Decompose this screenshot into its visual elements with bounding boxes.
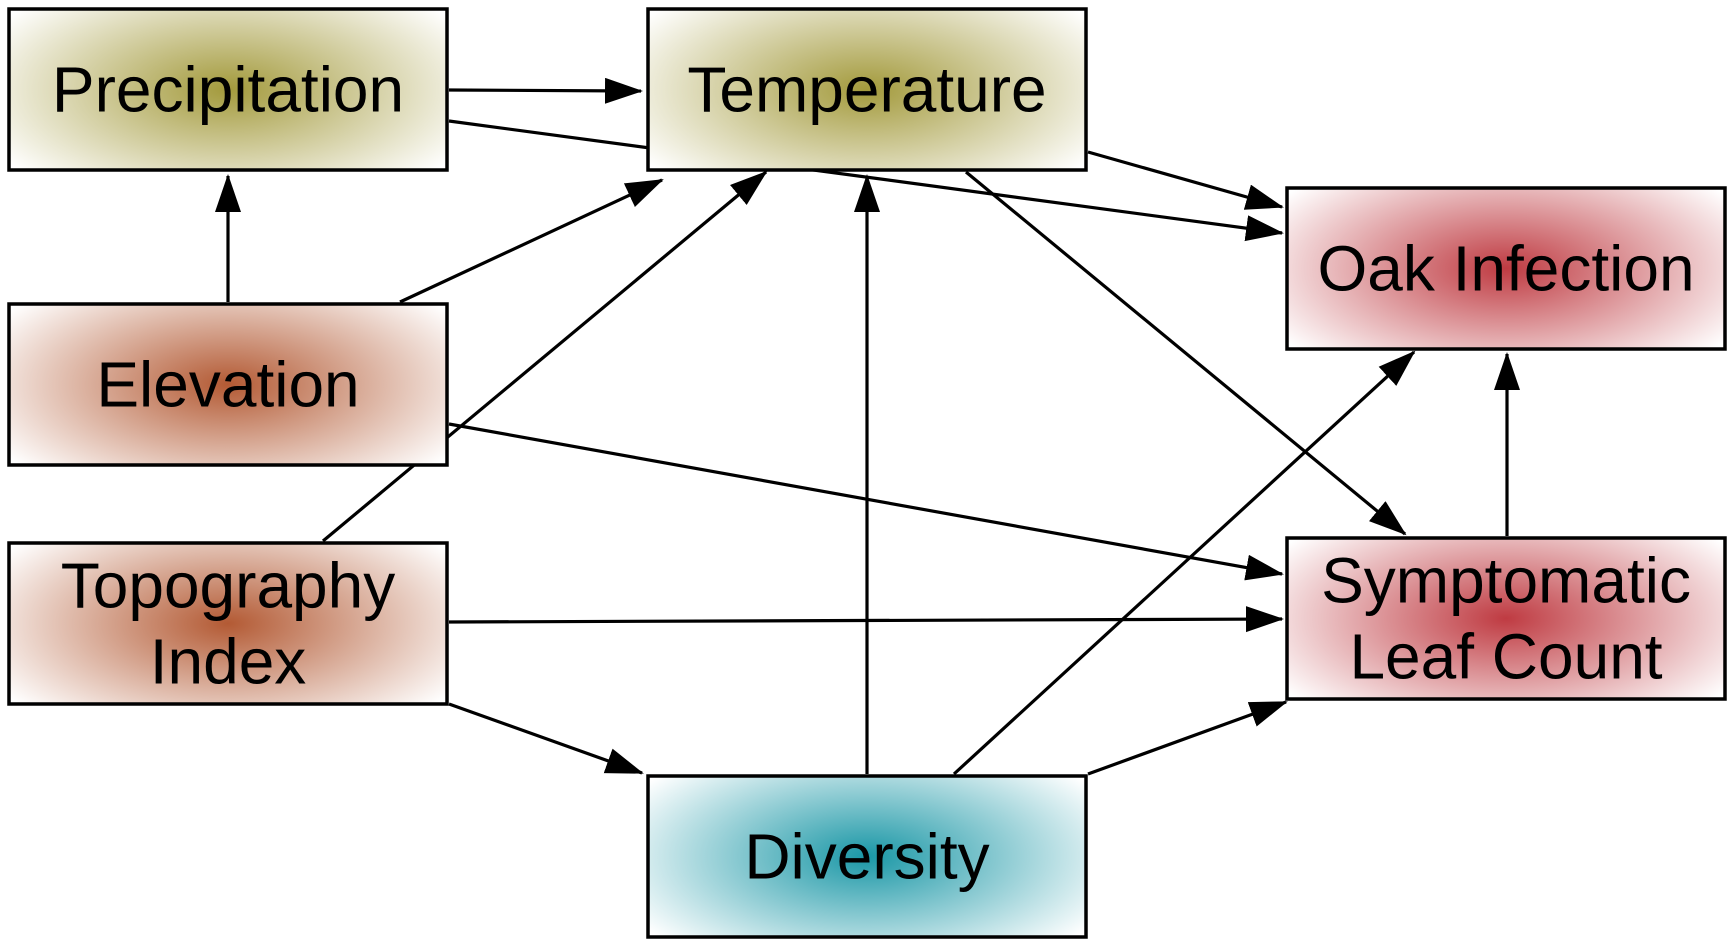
node-label-leaf-line-1: Symptomatic xyxy=(1321,545,1691,617)
node-box-precipitation xyxy=(7,7,449,172)
node-box-temperature xyxy=(646,7,1088,172)
node-temperature: Temperature xyxy=(646,7,1088,172)
node-diversity: Diversity xyxy=(646,774,1088,939)
node-elevation: Elevation xyxy=(7,302,449,467)
node-label-precipitation-line-1: Precipitation xyxy=(52,54,404,126)
node-box-topography xyxy=(7,541,449,706)
node-oak: Oak Infection xyxy=(1285,186,1727,351)
node-label-temperature-line-1: Temperature xyxy=(687,54,1046,126)
node-box-diversity xyxy=(646,774,1088,939)
edge-topography-to-temperature xyxy=(321,170,768,543)
node-label-topography-line-1: Topography xyxy=(61,550,395,622)
node-label-diversity-line-1: Diversity xyxy=(744,821,989,893)
node-box-oak xyxy=(1285,186,1727,351)
edge-temperature-to-leaf xyxy=(964,170,1407,536)
edge-diversity-to-leaf xyxy=(1087,700,1288,776)
node-label-leaf-line-2: Leaf Count xyxy=(1349,621,1662,693)
node-box-elevation xyxy=(7,302,449,467)
edge-precipitation-to-temperature xyxy=(448,77,643,104)
edges-layer xyxy=(215,77,1520,776)
nodes-layer: Precipitation TemperatureElevationTopogra… xyxy=(7,7,1727,939)
node-label-topography-line-2: Index xyxy=(150,626,307,698)
edge-topography-to-diversity xyxy=(448,702,644,775)
node-box-leaf xyxy=(1285,536,1727,701)
edge-elevation-to-temperature xyxy=(399,178,664,304)
edge-temperature-to-oak xyxy=(1087,150,1284,210)
node-label-oak-line-1: Oak Infection xyxy=(1317,233,1694,305)
edge-diversity-to-oak xyxy=(952,350,1416,776)
node-label-elevation-line-1: Elevation xyxy=(96,349,359,421)
node-precipitation: Precipitation xyxy=(7,7,449,172)
